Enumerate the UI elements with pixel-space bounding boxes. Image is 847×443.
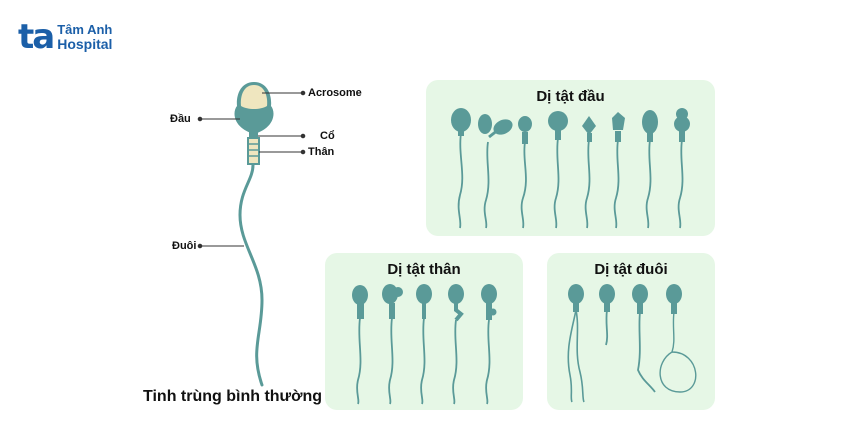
normal-sperm-caption: Tinh trùng bình thường [143, 388, 323, 405]
head-defects-panel: Dị tật đầu [426, 80, 715, 236]
body-defects-sperm [352, 284, 497, 405]
tail-defects-panel: Dị tật đuôi [547, 253, 715, 410]
logo-mark: ta [18, 17, 55, 57]
label-body: Thân [308, 146, 335, 158]
label-tail: Đuôi [172, 240, 197, 252]
tail-defects-title: Dị tật đuôi [594, 261, 668, 278]
body-defects-title: Dị tật thân [387, 261, 461, 278]
normal-neck [249, 129, 258, 139]
head-defects-title: Dị tật đầu [536, 88, 605, 105]
normal-midpiece [247, 137, 260, 165]
logo-line1: Tâm Anh [57, 22, 113, 37]
label-head: Đầu [170, 113, 191, 125]
normal-acrosome [240, 85, 268, 109]
tail-defects-sperm [567, 284, 697, 403]
label-neck: Cổ [320, 130, 335, 142]
label-pointers [197, 90, 306, 249]
logo-line2: Hospital [57, 36, 113, 52]
normal-tail [238, 163, 264, 387]
normal-sperm [234, 82, 274, 387]
head-defects-sperm [451, 108, 690, 229]
label-acrosome: Acrosome [308, 87, 362, 99]
logo-text: Tâm Anh Hospital [57, 22, 113, 52]
hospital-logo: ta Tâm Anh Hospital [18, 17, 113, 57]
